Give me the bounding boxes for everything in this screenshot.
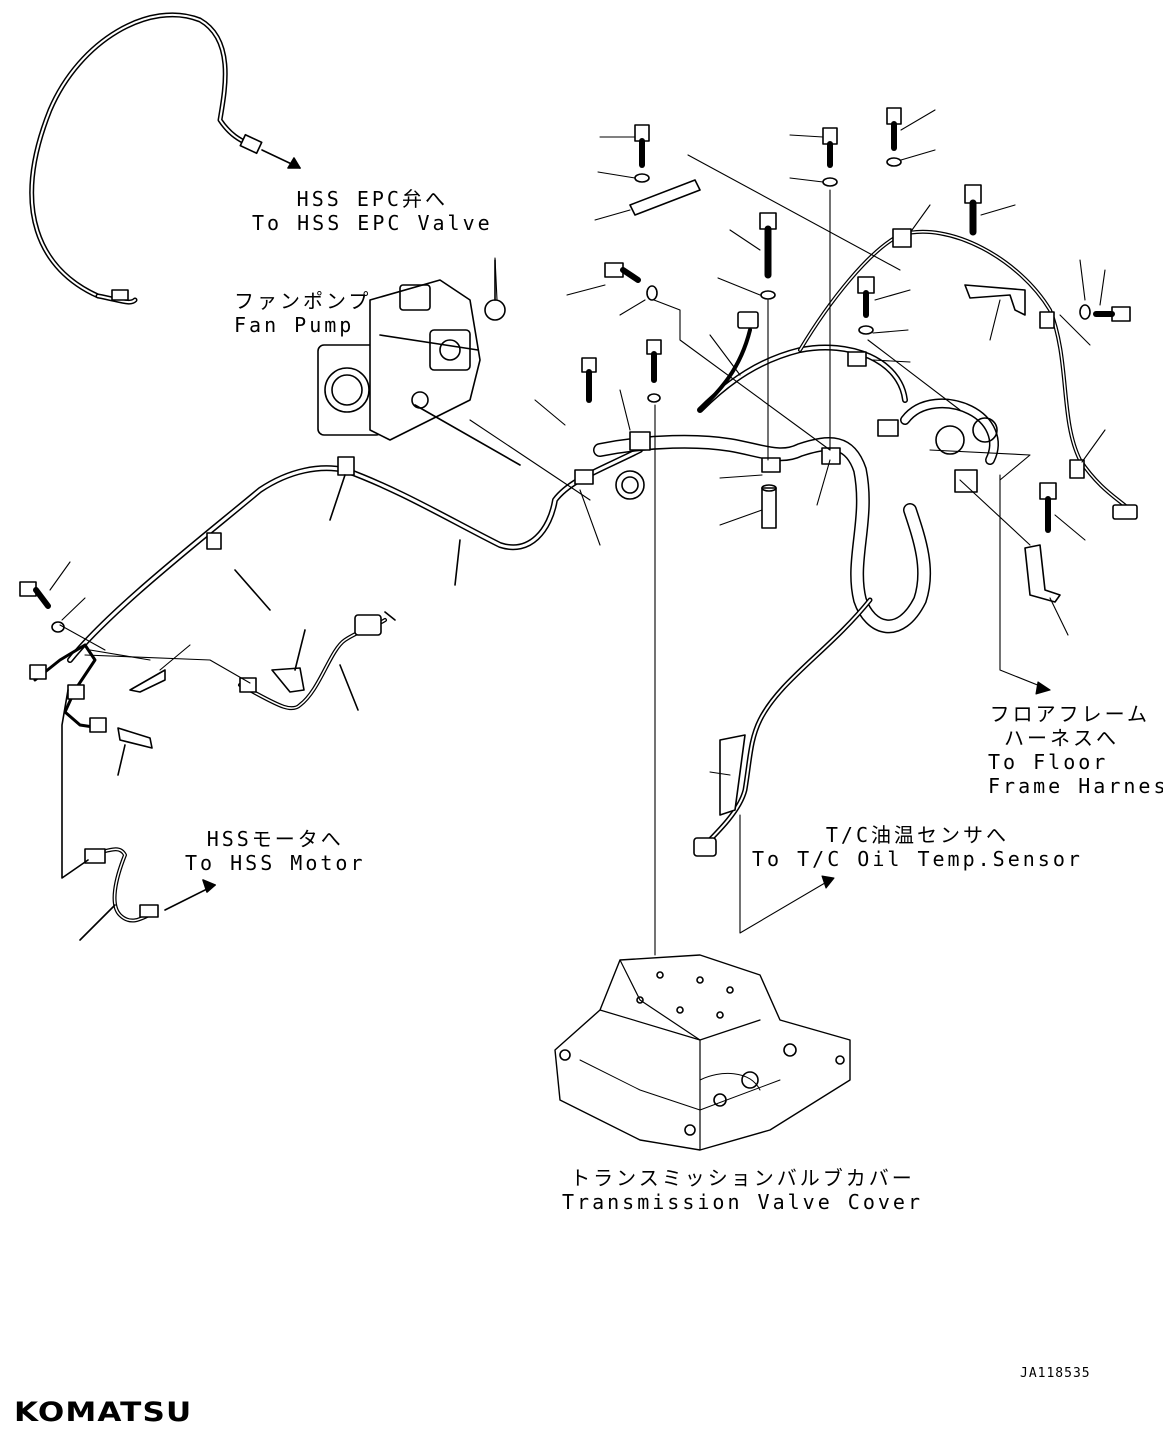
hss-motor-en: To HSS Motor [185, 851, 366, 875]
drawing-code: JA118535 [1020, 1366, 1091, 1381]
left-main-cable [67, 289, 643, 663]
tc-sensor-label: T/C油温センサへ To T/C Oil Temp.Sensor [752, 823, 1083, 871]
epc-cable [29, 12, 301, 299]
hss-motor-ja: HSSモータへ [206, 827, 344, 851]
trans-valve-ja: トランスミッションバルブカバー [570, 1166, 915, 1190]
center-harness [574, 228, 1138, 857]
floor-frame-ja1: フロアフレーム [989, 702, 1150, 726]
leader-lines [49, 109, 1106, 956]
trans-valve-label: トランスミッションバルブカバー Transmission Valve Cover [562, 1166, 923, 1214]
floor-frame-en1: To Floor [988, 750, 1109, 774]
fan-pump-ja: ファンポンプ [234, 289, 372, 313]
hss-motor-cable [61, 689, 216, 941]
komatsu-logo: KOMATSU [14, 1397, 193, 1428]
transmission-valve-cover [554, 954, 851, 1151]
hss-motor-label: HSSモータへ To HSS Motor [185, 827, 366, 875]
fan-pump-en: Fan Pump [234, 313, 355, 337]
tc-sensor-en: To T/C Oil Temp.Sensor [752, 847, 1083, 871]
hss-epc-ja: HSS EPC弁へ [296, 187, 448, 211]
hss-epc-label: HSS EPC弁へ To HSS EPC Valve [252, 187, 493, 235]
fasteners [19, 107, 1131, 749]
hss-epc-en: To HSS EPC Valve [252, 211, 493, 235]
fan-pump-label: ファンポンプ Fan Pump [234, 289, 371, 337]
floor-frame-en2: Frame Harness [988, 774, 1163, 798]
trans-valve-en: Transmission Valve Cover [562, 1190, 923, 1214]
floor-frame-ja2: ハーネスへ [1004, 726, 1119, 750]
tc-sensor-ja: T/C油温センサへ [825, 823, 1010, 847]
floor-frame-label: フロアフレーム ハーネスへ To Floor Frame Harness [988, 702, 1163, 798]
left-subharness [29, 611, 396, 776]
